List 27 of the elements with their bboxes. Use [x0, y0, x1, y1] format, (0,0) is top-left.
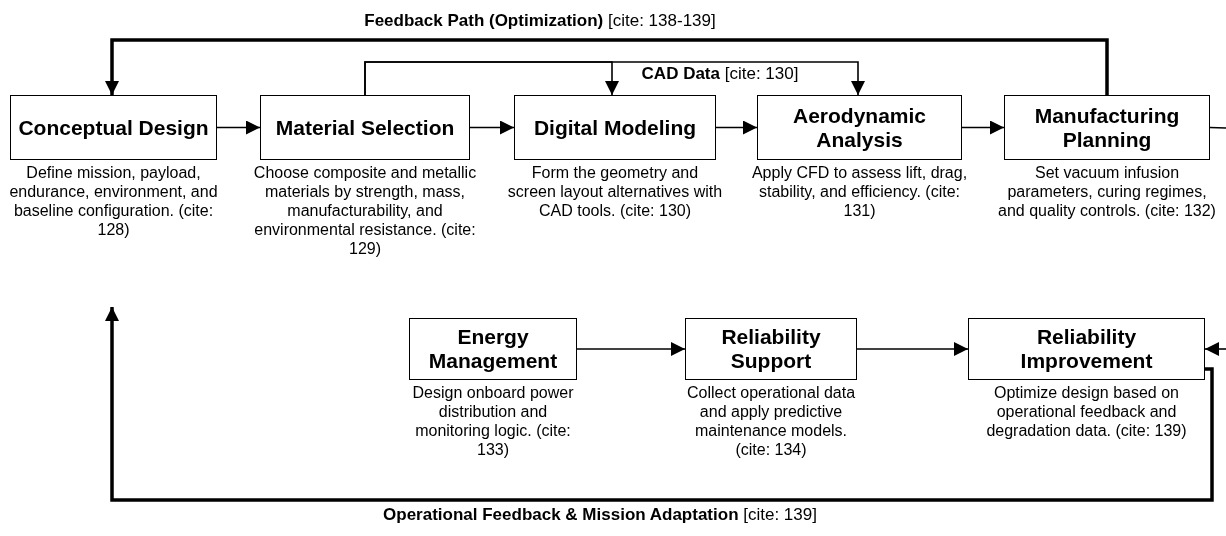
process-box: Reliability Support: [685, 318, 857, 380]
arrow: [1204, 342, 1226, 356]
arrow: [105, 307, 1214, 502]
process-box: Aerodynamic Analysis: [757, 95, 962, 160]
arrow: [576, 342, 686, 356]
step-description: Apply CFD to assess lift, drag, stability, and efficiency. (cite: 131): [750, 163, 969, 220]
process-box: Conceptual Design: [10, 95, 217, 160]
arrow: [469, 120, 515, 135]
arrow: [961, 120, 1005, 135]
process-box: Energy Management: [409, 318, 577, 380]
process-box: Manufacturing Planning: [1004, 95, 1210, 160]
connector-line: [1209, 126, 1226, 129]
arrow: [856, 342, 969, 356]
step-description: Define mission, payload, endurance, environment, and baseline configuration. (cite: 128): [8, 163, 219, 239]
step-description: Set vacuum infusion parameters, curing regimes, and quality controls. (cite: 132): [997, 163, 1217, 220]
arrow: [364, 61, 865, 96]
step-description: Form the geometry and screen layout alternatives with CAD tools. (cite: 130): [506, 163, 724, 220]
step-description: Collect operational data and apply predictive maintenance models. (cite: 134): [685, 383, 857, 459]
process-box: Digital Modeling: [514, 95, 716, 160]
step-description: Optimize design based on operational feedback and degradation data. (cite: 139): [985, 383, 1188, 440]
step-description: Choose composite and metallic materials by strength, mass, manufacturability, and environmental resistance. (cite: 129): [252, 163, 478, 258]
step-description: Design onboard power distribution and monitoring logic. (cite: 133): [411, 383, 575, 459]
arrow: [105, 38, 1109, 95]
process-box: Reliability Improvement: [968, 318, 1205, 380]
process-box: Material Selection: [260, 95, 470, 160]
arrow: [216, 120, 261, 135]
arrow: [715, 120, 758, 135]
